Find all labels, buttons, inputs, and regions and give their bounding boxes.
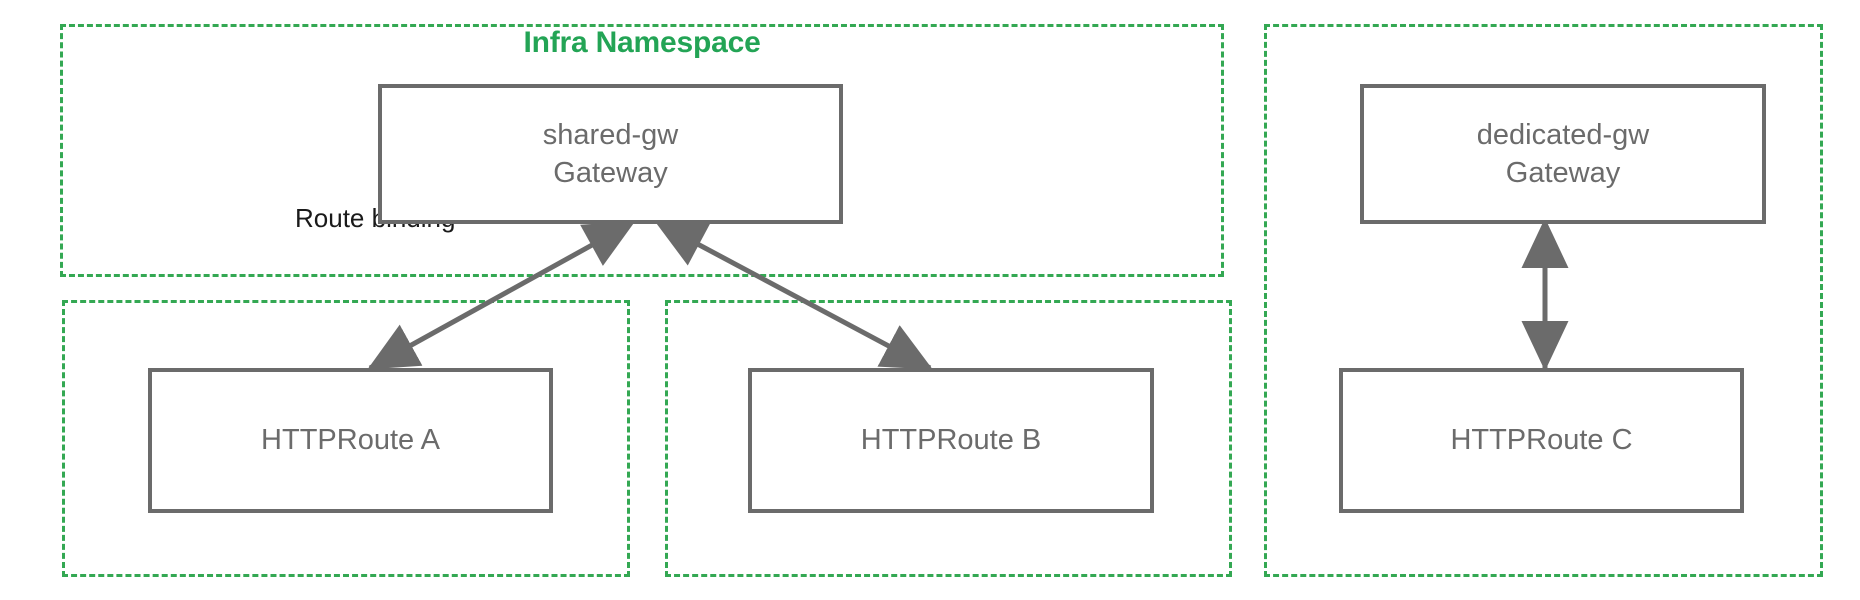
namespace-label-infra: Infra Namespace bbox=[523, 26, 761, 59]
namespace-box-b bbox=[665, 300, 1232, 577]
namespace-box-infra bbox=[60, 24, 1224, 277]
node-httproute-b-name: HTTPRoute B bbox=[860, 424, 1042, 457]
node-httproute-a[interactable]: HTTPRoute A bbox=[148, 368, 553, 513]
node-httproute-c[interactable]: HTTPRoute C bbox=[1339, 368, 1744, 513]
namespace-box-c bbox=[1264, 24, 1823, 577]
node-dedicated-gw-kind: Gateway bbox=[1505, 157, 1621, 189]
node-shared-gw-kind: Gateway bbox=[553, 157, 668, 189]
node-httproute-c-name: HTTPRoute C bbox=[1450, 424, 1633, 457]
node-dedicated-gw-name: dedicated-gw bbox=[1476, 118, 1650, 151]
node-shared-gw-name: shared-gw bbox=[542, 118, 679, 151]
node-shared-gw[interactable]: shared-gw Gateway bbox=[378, 84, 843, 224]
node-httproute-b[interactable]: HTTPRoute B bbox=[748, 368, 1154, 513]
node-httproute-a-name: HTTPRoute A bbox=[261, 424, 440, 457]
node-dedicated-gw[interactable]: dedicated-gw Gateway bbox=[1360, 84, 1766, 224]
namespace-box-a bbox=[62, 300, 630, 577]
